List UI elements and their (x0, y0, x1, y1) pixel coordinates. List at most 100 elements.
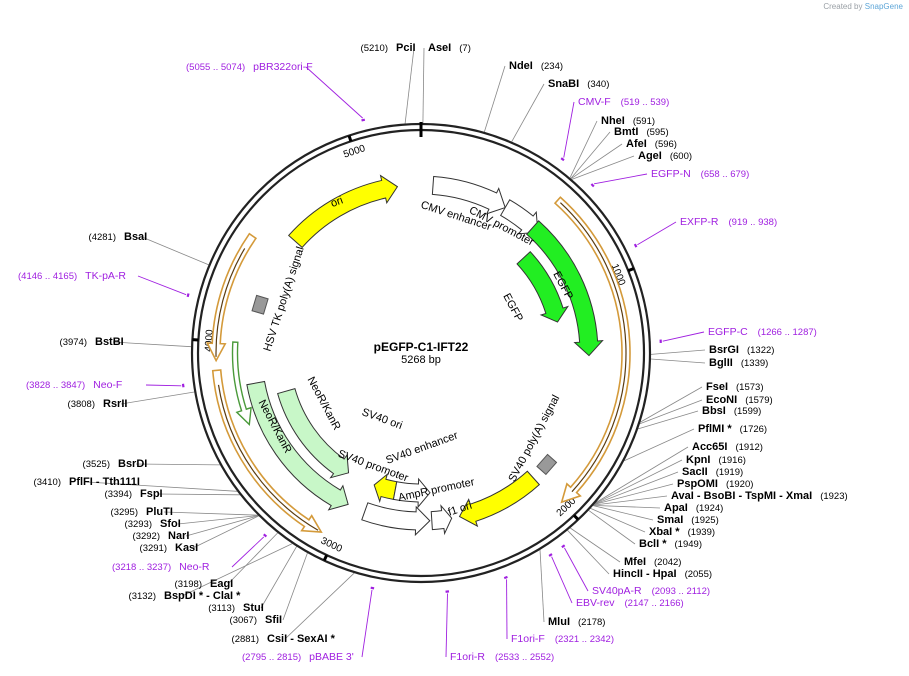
leader-smai (593, 505, 654, 521)
site-pos-bmti: (595) (646, 127, 668, 138)
leader-eagi (227, 532, 278, 585)
leader-econi (639, 399, 703, 425)
snapgene-credit: Created by SnapGene (823, 2, 903, 11)
primer-leader-cmv-f (563, 101, 575, 158)
site-asei: AseI (428, 42, 451, 54)
feature-label-egfp-inner: EGFP (500, 292, 525, 324)
leader-ndei (483, 65, 506, 133)
primer-range-f1ori-f: (2321 .. 2342) (555, 634, 614, 645)
leader-hincii-hpai (567, 530, 610, 575)
site-mlui: MluI (548, 616, 570, 628)
site-pflfi-tth111i: PflFI - Tth111I (69, 476, 140, 488)
leader-nhei (569, 120, 598, 178)
primer-range-egfp-n: (658 .. 679) (701, 169, 750, 180)
primer-mark-neo-r (263, 533, 268, 538)
leader-pflfi-tth111i (86, 481, 238, 492)
primer-sv40pa-r: SV40pA-R (592, 585, 642, 597)
primer-marks (181, 118, 662, 593)
primer-range-neo-r: (3218 .. 3237) (112, 562, 171, 573)
primer-leader-egfp-n (593, 173, 648, 185)
feature-sv40-polya (536, 453, 558, 476)
site-bglii: BglII (709, 357, 733, 369)
primer-range-pbabe-3: (2795 .. 2815) (242, 652, 301, 663)
leader-lines (86, 47, 706, 658)
site-pos-mlui: (2178) (578, 617, 605, 628)
orf-neo-b (205, 232, 258, 363)
site-pos-sfii: (3067) (230, 615, 257, 626)
site-pos-acc65i: (1912) (735, 442, 762, 453)
tick-mark-2000 (572, 514, 580, 521)
credit-text: Created by (823, 2, 863, 11)
primer-leader-pbabe-3 (361, 589, 373, 658)
primer-range-tk-pa-r: (4146 .. 4165) (18, 271, 77, 282)
tick-mark-3000 (322, 554, 329, 562)
primer-mark-cmv-f (560, 157, 565, 162)
primer-leader-exfp-r (637, 221, 677, 246)
site-pos-bglii: (1339) (741, 358, 768, 369)
site-bsrgi: BsrGI (709, 344, 739, 356)
leader-apai (593, 504, 661, 509)
site-sfii: SfiI (265, 614, 282, 626)
leader-xbai (590, 508, 646, 533)
site-bbsi: BbsI (702, 405, 726, 417)
site-pos-bcli: (1949) (675, 539, 702, 550)
leader-asei (422, 47, 425, 124)
feature-label-sv40-enhancer: SV40 enhancer (384, 429, 460, 466)
primer-range-cmv-f: (519 .. 539) (621, 97, 670, 108)
site-pos-nari: (3292) (133, 531, 160, 542)
primer-leader-f1ori-r (445, 593, 448, 658)
tick-mark-5000 (347, 135, 353, 142)
feature-sv40-promoter (361, 502, 431, 537)
primer-f1ori-r: F1ori-R (450, 651, 485, 663)
leader-bbsi (637, 410, 699, 430)
feature-sv40-enhancer (392, 477, 431, 509)
orf-neo-a (211, 369, 323, 534)
primer-mark-pbabe-3 (370, 586, 375, 590)
site-pos-bbsi: (1599) (734, 406, 761, 417)
feature-ampr-promoter (430, 504, 453, 536)
leader-fspi (157, 493, 240, 496)
leader-sfii (282, 552, 308, 621)
site-pos-rsrii: (3808) (68, 399, 95, 410)
site-kpni: KpnI (686, 454, 710, 466)
site-xbai: XbaI * (649, 526, 680, 538)
site-fsei: FseI (706, 381, 728, 393)
feature-label-sv40-ori: SV40 ori (360, 406, 404, 432)
primer-leader-tk-pa-r (137, 275, 187, 296)
site-pos-apai: (1924) (696, 503, 723, 514)
site-pos-snabi: (340) (587, 79, 609, 90)
site-pos-bsai: (4281) (89, 232, 116, 243)
site-pflmi: PflMI * (698, 423, 732, 435)
feature-ori (287, 174, 399, 249)
site-pos-fspi: (3394) (105, 489, 132, 500)
primer-egfp-c: EGFP-C (708, 326, 748, 338)
primer-range-pbr322ori-f: (5055 .. 5074) (186, 62, 245, 73)
primer-range-sv40pa-r: (2093 .. 2112) (652, 586, 710, 597)
primer-leader-sv40pa-r (564, 547, 589, 592)
site-pspomi: PspOMI (677, 478, 718, 490)
plasmid-size: 5268 bp (401, 354, 441, 366)
site-csii-sexai: CsiI - SexAI * (267, 633, 336, 645)
site-pos-nhei: (591) (633, 116, 655, 127)
site-pos-bspdi-clai: (3132) (129, 591, 156, 602)
primer-mark-exfp-r (633, 243, 638, 248)
site-pos-eagi: (3198) (175, 579, 202, 590)
tick-label-5000: 5000 (342, 143, 367, 161)
site-hincii-hpai: HincII - HpaI (613, 568, 677, 580)
plasmid-name: pEGFP-C1-IFT22 (374, 340, 469, 354)
site-pos-afei: (596) (655, 139, 677, 150)
leader-agei (571, 155, 635, 180)
leader-bmti (570, 131, 611, 179)
site-fspi: FspI (140, 488, 163, 500)
primer-range-exfp-r: (919 .. 938) (729, 217, 778, 228)
site-pcii: PciI (396, 42, 416, 54)
site-bsai: BsaI (124, 231, 147, 243)
feature-hsv-tk-polya (251, 294, 269, 315)
site-bcli: BclI * (639, 538, 667, 550)
site-bsrdi: BsrDI (118, 458, 147, 470)
site-econi: EcoNI (706, 394, 737, 406)
snapgene-brand: SnapGene (864, 2, 903, 11)
feature-sv40-ori (373, 473, 398, 504)
leader-pspomi (593, 483, 674, 505)
